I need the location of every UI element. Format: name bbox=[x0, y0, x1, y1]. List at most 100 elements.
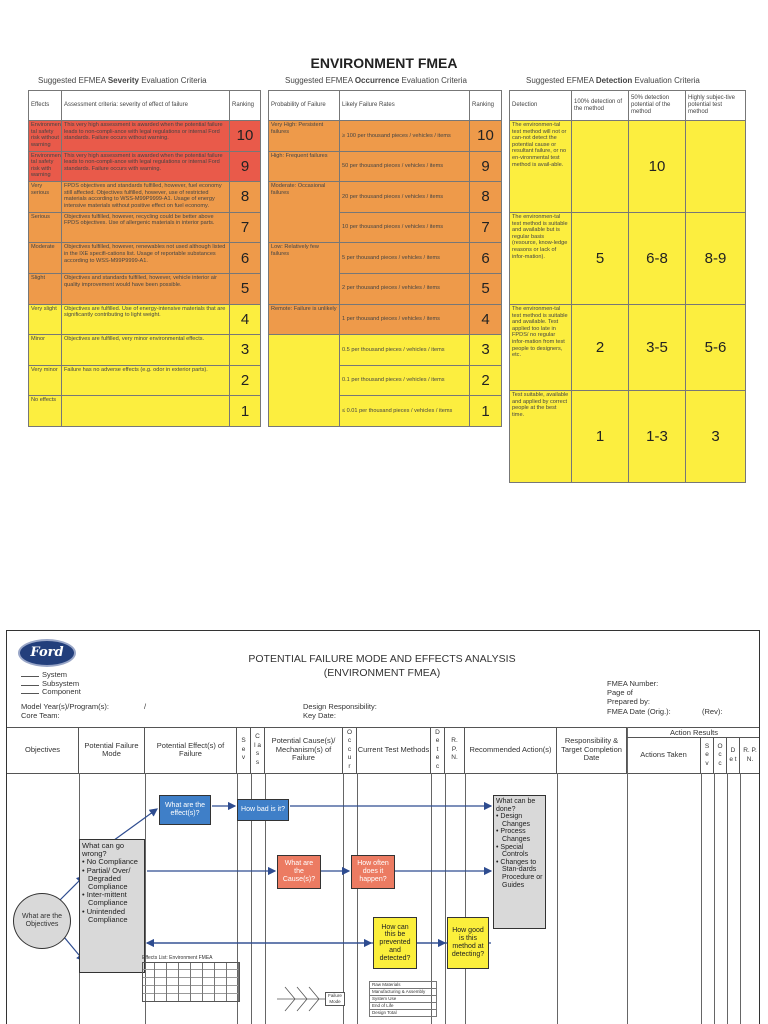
occurrence-probability: High: Frequent failures bbox=[268, 150, 340, 183]
ford-logo: Ford bbox=[18, 639, 76, 667]
column-header: C l a s s bbox=[251, 727, 265, 773]
occurrence-rank: 1 bbox=[469, 395, 502, 427]
column-divider bbox=[265, 773, 266, 1024]
column-header: Objectives bbox=[7, 727, 79, 773]
check-system[interactable]: System bbox=[21, 670, 81, 680]
page-label: Page of bbox=[607, 688, 633, 697]
wrong-item: • Partial/ Over/ Degraded Compliance bbox=[82, 865, 131, 892]
occurrence-rank: 3 bbox=[469, 334, 502, 366]
occurrence-probability: Moderate: Occasional failures bbox=[268, 181, 340, 244]
occurrence-probability: Very High: Persistent failures bbox=[268, 120, 340, 152]
column-divider bbox=[145, 773, 146, 1024]
rev-label: (Rev): bbox=[702, 707, 723, 716]
model-year-slash: / bbox=[144, 702, 147, 711]
severity-criteria: Failure has no adverse effects (e.g. odo… bbox=[61, 364, 230, 397]
severity-effect: Environmen-tal safety risk with warning bbox=[28, 150, 62, 183]
severity-criteria bbox=[61, 395, 230, 427]
how-often-box: How often does it happen? bbox=[351, 855, 395, 889]
severity-criteria: Objectives are fulfilled, very minor env… bbox=[61, 334, 230, 366]
severity-effect: Moderate bbox=[28, 242, 62, 274]
severity-criteria: Objectives are fulfilled. Use of energy-… bbox=[61, 303, 230, 336]
column-divider bbox=[714, 773, 715, 1024]
occurrence-header-cell: Probability of Failure bbox=[268, 90, 340, 121]
column-divider bbox=[251, 773, 252, 1024]
severity-criteria: This very high assessment is awarded whe… bbox=[61, 120, 230, 152]
occurrence-probability: Remote: Failure is unlikely bbox=[268, 303, 340, 336]
column-divider bbox=[237, 773, 238, 1024]
column-header: Potential Cause(s)/ Mechanism(s) of Fail… bbox=[265, 727, 343, 773]
what-can-be-done-box: What can be done? • Design Changes• Proc… bbox=[493, 795, 546, 929]
detection-header-cell: 50% detection potential of the method bbox=[628, 90, 686, 121]
page-title: ENVIRONMENT FMEA bbox=[310, 55, 458, 71]
column-divider bbox=[357, 773, 358, 1024]
occurrence-rank: 7 bbox=[469, 211, 502, 244]
column-divider bbox=[445, 773, 446, 1024]
check-component[interactable]: Component bbox=[21, 687, 81, 697]
severity-rank: 8 bbox=[229, 181, 261, 213]
column-divider bbox=[627, 727, 628, 773]
detection-value: 10 bbox=[628, 120, 686, 213]
severity-header-cell: Effects bbox=[28, 90, 62, 121]
fishbone-icon bbox=[277, 986, 325, 1012]
occurrence-rank: 8 bbox=[469, 181, 502, 213]
detection-value: 8-9 bbox=[685, 212, 746, 305]
how-bad-box: How bad is it? bbox=[237, 799, 289, 821]
detection-value bbox=[571, 120, 629, 213]
occurrence-rate: 1 per thousand pieces / vehicles / items bbox=[339, 303, 470, 336]
severity-header-cell: Assessment criteria: severity of effect … bbox=[61, 90, 230, 121]
effects-list-grid bbox=[142, 962, 240, 1002]
detection-value: 5-6 bbox=[685, 304, 746, 391]
detection-row: The environmen-tal test method is suitab… bbox=[509, 304, 746, 391]
check-subsystem[interactable]: Subsystem bbox=[21, 679, 81, 689]
severity-rank: 1 bbox=[229, 395, 261, 427]
detection-value: 1-3 bbox=[628, 390, 686, 483]
occurrence-rate: ≥ 100 per thousand pieces / vehicles / i… bbox=[339, 120, 470, 152]
occurrence-rate: 2 per thousand pieces / vehicles / items bbox=[339, 272, 470, 305]
severity-effect: Minor bbox=[28, 334, 62, 366]
wrong-item: • Inter-mittent Compliance bbox=[82, 890, 128, 908]
form-subtitle: (ENVIRONMENT FMEA) bbox=[323, 667, 441, 679]
severity-criteria: Objectives fulfilled, however, recycling… bbox=[61, 211, 230, 244]
severity-effect: No effects bbox=[28, 395, 62, 427]
severity-header-cell: Ranking bbox=[229, 90, 261, 121]
column-header: Responsibility & Target Completion Date bbox=[557, 727, 627, 773]
occurrence-row: 0.5 per thousand pieces / vehicles / ite… bbox=[268, 334, 502, 427]
effects-box: What are the effect(s)? bbox=[159, 795, 211, 825]
column-divider bbox=[727, 773, 728, 1024]
design-resp-label: Design Responsibility: bbox=[303, 702, 377, 711]
severity-criteria: This very high assessment is awarded whe… bbox=[61, 150, 230, 183]
column-divider bbox=[701, 773, 702, 1024]
done-item: • Process Changes bbox=[496, 828, 531, 843]
detection-value: 3-5 bbox=[628, 304, 686, 391]
fmea-number-label: FMEA Number: bbox=[607, 679, 659, 688]
column-header: Potential Effect(s) of Failure bbox=[145, 727, 237, 773]
wrong-item: • Unintended Compliance bbox=[82, 906, 128, 924]
action-column-header: S e v bbox=[701, 738, 714, 773]
occurrence-rate: 0.5 per thousand pieces / vehicles / ite… bbox=[339, 334, 470, 366]
occurrence-row: 0.1 per thousand pieces / vehicles / ite… bbox=[269, 364, 502, 397]
occurrence-rate: 10 per thousand pieces / vehicles / item… bbox=[339, 211, 470, 244]
done-item: • Special Controls bbox=[496, 843, 529, 859]
column-header: R. P. N. bbox=[445, 727, 465, 773]
severity-effect: Very minor bbox=[28, 364, 62, 397]
severity-effect: Serious bbox=[28, 211, 62, 244]
core-team-label: Core Team: bbox=[21, 711, 60, 720]
action-column-header: R. P. N. bbox=[740, 738, 759, 773]
occurrence-row: Very High: Persistent failures≥ 100 per … bbox=[268, 120, 502, 152]
severity-rank: 2 bbox=[229, 364, 261, 397]
column-divider bbox=[627, 773, 628, 1024]
occurrence-rate: ≤ 0.01 per thousand pieces / vehicles / … bbox=[339, 395, 470, 427]
detection-value: 2 bbox=[571, 304, 629, 391]
severity-effect: Very serious bbox=[28, 181, 62, 213]
severity-rank: 4 bbox=[229, 303, 261, 336]
detection-value: 1 bbox=[571, 390, 629, 483]
detection-value: 6-8 bbox=[628, 212, 686, 305]
